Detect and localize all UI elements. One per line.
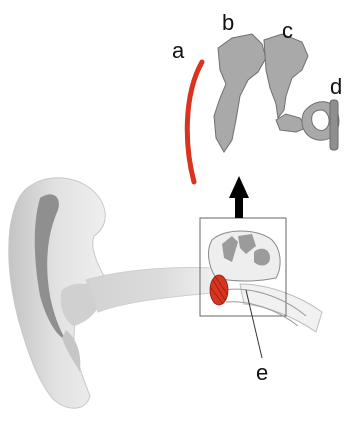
- mini-ossicle-stapes: [254, 249, 270, 266]
- label-a: a: [172, 38, 185, 63]
- stapes-footplate: [330, 100, 338, 150]
- label-e: e: [256, 360, 268, 385]
- arrow-shaft: [235, 198, 243, 218]
- ossicle-malleus: [214, 34, 266, 152]
- arrow-head: [229, 176, 249, 198]
- zoom-arrow: [229, 176, 249, 218]
- label-c: c: [282, 18, 293, 43]
- label-d: d: [330, 74, 342, 99]
- tympanic-membrane: [187, 62, 202, 182]
- ossicle-incus: [264, 34, 308, 118]
- ossicle-stapes: [276, 100, 339, 150]
- label-b: b: [222, 10, 234, 35]
- ear-canal: [86, 268, 224, 313]
